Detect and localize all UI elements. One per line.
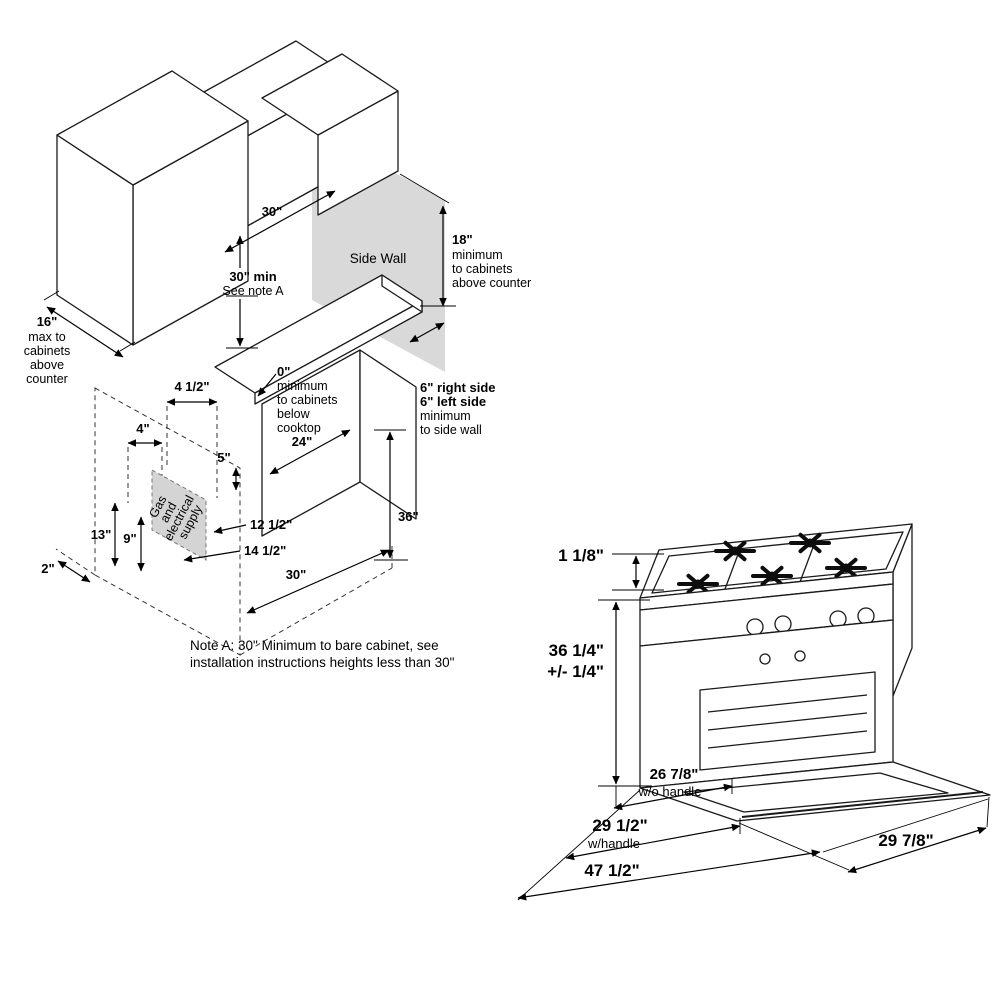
grate-frame bbox=[651, 531, 904, 594]
right-clearance-line: minimum bbox=[452, 248, 503, 262]
dim-depth-no-handle bbox=[613, 783, 733, 811]
cabinet-clearance-diagram: Side Wall 30" 30" min See note A 18" min… bbox=[24, 40, 532, 670]
oven-light bbox=[759, 653, 771, 665]
door-width-label: 29 7/8" bbox=[878, 831, 933, 850]
dim-12-5-leader bbox=[213, 524, 247, 535]
cabinet-labels: Side Wall 30" 30" min See note A 18" min… bbox=[24, 204, 532, 670]
bottom-width-label: 30" bbox=[286, 567, 307, 582]
depth-no-handle-note: w/o handle bbox=[638, 784, 702, 799]
dim-2 bbox=[57, 560, 91, 583]
oven-door-handle bbox=[741, 791, 984, 818]
cabinet-width-label: 24" bbox=[292, 434, 313, 449]
dashed-corner bbox=[55, 548, 96, 576]
dim-4-label: 4" bbox=[136, 421, 149, 436]
range-dimension-diagram: 1 1/8" 36 1/4" +/- 1/4" 26 7/8" w/o hand… bbox=[517, 523, 991, 901]
upper-cabinet-left-top bbox=[56, 70, 249, 186]
dim-side-clearance bbox=[409, 322, 445, 343]
range-extension-lines bbox=[517, 553, 990, 901]
oven-racks bbox=[707, 694, 868, 749]
side-clearance-line: 6" left side bbox=[420, 394, 486, 409]
burner-grate bbox=[789, 532, 831, 554]
zero-clearance-line: cooktop bbox=[277, 421, 321, 435]
side-clearance-line: 6" right side bbox=[420, 380, 496, 395]
upper-depth-line: max to bbox=[28, 330, 66, 344]
overall-height-label: 36 1/4" bbox=[549, 641, 604, 660]
upper-depth-line: counter bbox=[26, 372, 68, 386]
burner-grate bbox=[751, 565, 793, 587]
cabinet-extension-lines bbox=[43, 173, 456, 561]
upper-depth-line: cabinets bbox=[24, 344, 71, 358]
gas-electrical-area bbox=[151, 469, 207, 561]
right-clearance-line: above counter bbox=[452, 276, 531, 290]
burner-grate bbox=[825, 557, 867, 579]
side-clearance-line: minimum bbox=[420, 409, 471, 423]
dim-14-5-label: 14 1/2" bbox=[244, 543, 286, 558]
upper-depth-line: above bbox=[30, 358, 64, 372]
dim-bottom-width bbox=[246, 549, 390, 614]
countertop-end bbox=[381, 274, 423, 313]
side-wall-label: Side Wall bbox=[350, 251, 407, 266]
dim-depth-door-open bbox=[517, 849, 821, 901]
depth-door-open-label: 47 1/2" bbox=[584, 861, 639, 880]
depth-with-handle-note: w/handle bbox=[587, 836, 640, 851]
dim-upper-depth bbox=[46, 306, 124, 358]
depth-with-handle-value: 29 1/2" bbox=[592, 816, 647, 835]
range-labels: 1 1/8" 36 1/4" +/- 1/4" 26 7/8" w/o hand… bbox=[547, 546, 933, 880]
counter-height-label: 36" bbox=[398, 509, 419, 524]
dim-2-label: 2" bbox=[41, 561, 54, 576]
hood-min-note: See note A bbox=[222, 284, 284, 298]
note-line-2: installation instructions heights less t… bbox=[190, 655, 455, 670]
dim-5-label: 5" bbox=[217, 450, 230, 465]
upper-depth-value: 16" bbox=[37, 314, 58, 329]
overall-height-tolerance: +/- 1/4" bbox=[547, 662, 604, 681]
upper-cabinet-right-top bbox=[261, 53, 399, 136]
burner-grate bbox=[677, 573, 719, 595]
range-dimension-lines bbox=[517, 555, 987, 901]
dim-door-width bbox=[847, 826, 987, 874]
dim-12-5-label: 12 1/2" bbox=[250, 517, 292, 532]
dim-cabinet-width bbox=[269, 429, 351, 475]
oven-light bbox=[794, 650, 806, 662]
side-clearance-line: to side wall bbox=[420, 423, 482, 437]
base-cabinet-side bbox=[359, 349, 417, 520]
zero-clearance-line: to cabinets bbox=[277, 393, 337, 407]
right-clearance-value: 18" bbox=[452, 232, 473, 247]
dim-4-5-label: 4 1/2" bbox=[174, 379, 209, 394]
control-knob bbox=[774, 615, 792, 633]
zero-clearance-line: minimum bbox=[277, 379, 328, 393]
right-clearance-line: to cabinets bbox=[452, 262, 512, 276]
dim-zero-leader bbox=[257, 373, 277, 397]
zero-clearance-line: below bbox=[277, 407, 311, 421]
zero-clearance-value: 0" bbox=[277, 364, 290, 379]
control-knob bbox=[746, 618, 764, 636]
burner-grate bbox=[714, 540, 756, 562]
supply-wall-outline bbox=[55, 387, 393, 656]
cabinet-dimension-lines bbox=[46, 190, 447, 614]
note-line-1: Note A: 30" Minimum to bare cabinet, see bbox=[190, 638, 439, 653]
depth-no-handle-value: 26 7/8" bbox=[650, 766, 699, 783]
top-width-label: 30" bbox=[262, 204, 283, 219]
grate-height-label: 1 1/8" bbox=[558, 546, 604, 565]
dashed-extensions bbox=[127, 406, 218, 503]
hood-min-label: 30" min bbox=[229, 269, 276, 284]
dim-13-label: 13" bbox=[91, 527, 112, 542]
dim-9-label: 9" bbox=[123, 531, 136, 546]
dim-14-5-leader bbox=[183, 550, 241, 563]
range-illustration bbox=[639, 523, 991, 822]
